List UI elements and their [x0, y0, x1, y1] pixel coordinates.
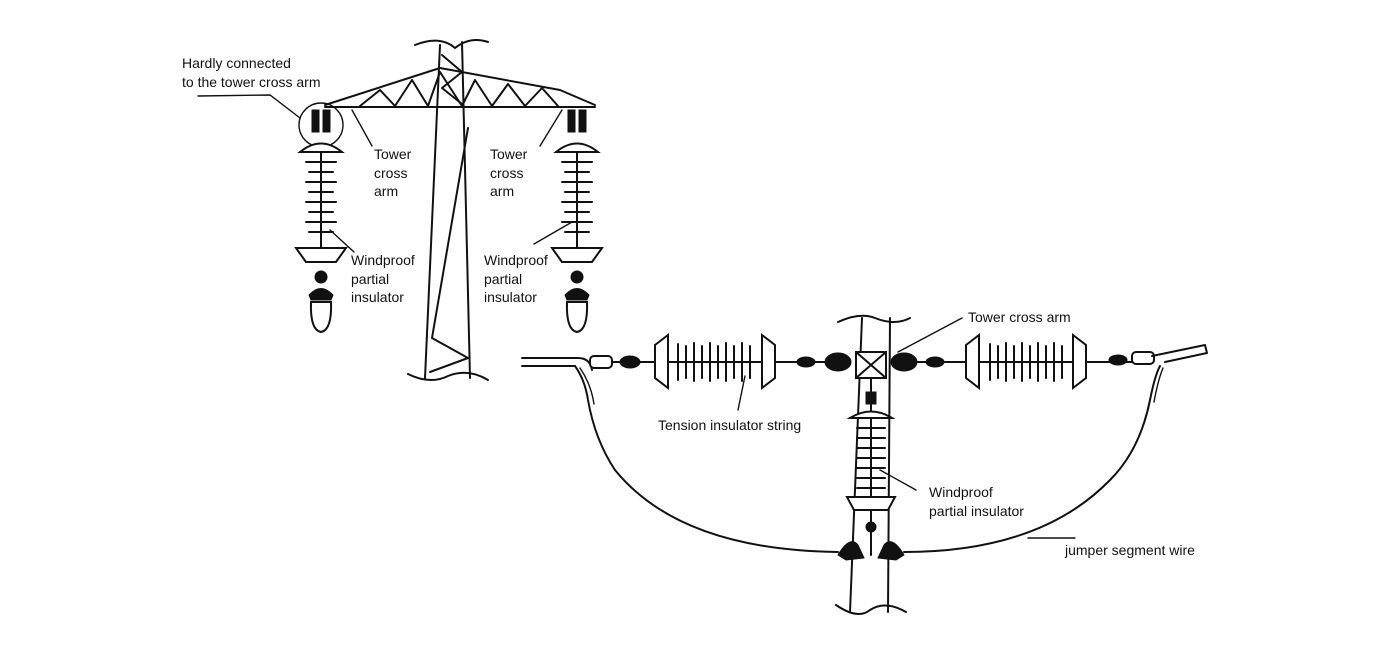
leader-lines-bottom [737, 317, 1076, 539]
label-tension-insulator-string: Tension insulator string [658, 417, 802, 433]
right-suspension-insulator [550, 109, 604, 334]
label-windproof-insulator-left: Windproof partial insulator [351, 252, 415, 305]
callout-hardly-connected: Hardly connected to the tower cross arm [182, 55, 321, 90]
label-tower-cross-arm-bottom: Tower cross arm [968, 309, 1071, 325]
left-tension-string [521, 332, 852, 391]
label-tower-cross-arm-left: Tower cross arm [374, 146, 412, 199]
tower-top-view [324, 39, 596, 381]
label-tower-cross-arm-right: Tower cross arm [490, 146, 528, 199]
leader-lines-top [197, 94, 573, 253]
label-windproof-insulator-right: Windproof partial insulator [484, 252, 548, 305]
label-windproof-insulator-center: Windproof partial insulator [929, 484, 1024, 519]
left-suspension-insulator [294, 102, 348, 334]
right-tension-string [890, 332, 1208, 391]
label-jumper-segment-wire: jumper segment wire [1065, 542, 1195, 558]
tower-bottom-view [835, 314, 911, 615]
jumper-wire [574, 365, 1164, 553]
center-windproof-insulator [837, 377, 905, 561]
